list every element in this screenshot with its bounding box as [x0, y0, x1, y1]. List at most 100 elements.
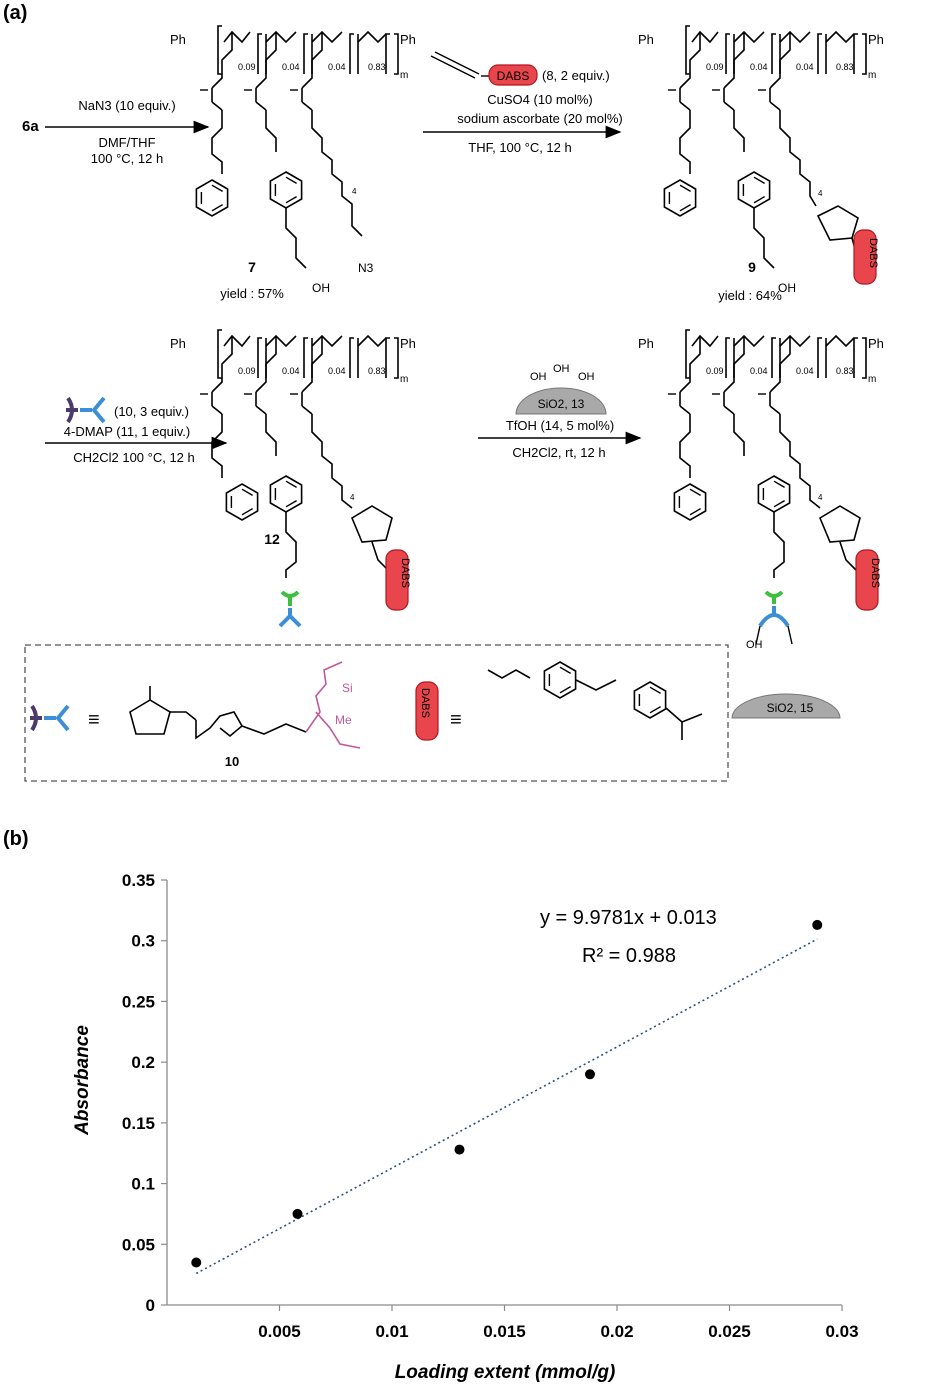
- synthesis-scheme: 6a NaN3 (10 equiv.) DMF/THF 100 °C, 12 h…: [22, 25, 884, 782]
- polymer-end-right: Ph: [400, 32, 416, 47]
- step3-reagent: (10, 3 equiv.): [114, 404, 189, 419]
- dabs-tag-15: DABS: [869, 558, 881, 588]
- step4-catalyst: TfOH (14, 5 mol%): [506, 418, 614, 433]
- y-axis-label: Absorbance: [72, 1025, 93, 1136]
- fraction-4: 0.83: [368, 62, 386, 72]
- compound-10-structure: Si Me: [129, 661, 361, 749]
- x-tick-label: 0.005: [258, 1322, 301, 1341]
- fraction-1-9: 0.09: [706, 62, 724, 72]
- polymer-end-left-12: Ph: [170, 336, 186, 351]
- data-point: [454, 1144, 465, 1155]
- step3-base: 4-DMAP (11, 1 equiv.): [64, 424, 190, 439]
- dabs-tag-12: DABS: [399, 558, 411, 588]
- x-tick-label: 0.025: [708, 1322, 751, 1341]
- dabs-tag-9: DABS: [867, 238, 879, 268]
- dabs-reagent: DABS: [430, 51, 538, 86]
- compound-12-subscript: 4: [350, 493, 355, 502]
- legend-compound-10: 10: [225, 754, 239, 769]
- fraction-3-15: 0.04: [796, 366, 814, 376]
- compound-12-number: 12: [264, 531, 280, 547]
- polymer-end-right-9: Ph: [868, 32, 884, 47]
- data-point: [191, 1257, 202, 1268]
- silica-13-icon: OH OH OH SiO2, 13: [515, 363, 607, 415]
- y-tick-label: 0.15: [122, 1114, 155, 1133]
- compound-15-oh: OH: [746, 639, 763, 651]
- panel-a-label: (a): [3, 2, 28, 24]
- regression-equation: y = 9.9781x + 0.013: [540, 907, 717, 929]
- compound-9-number: 9: [748, 259, 756, 275]
- r-squared: R² = 0.988: [582, 945, 676, 967]
- fraction-4-9: 0.83: [836, 62, 854, 72]
- legend-equiv-2: ≡: [450, 709, 462, 731]
- step2-conditions: THF, 100 °C, 12 h: [468, 140, 571, 155]
- polymer-end-left-9: Ph: [638, 32, 654, 47]
- linker-legend-icon: [30, 704, 70, 732]
- compound-7-oh: OH: [312, 281, 330, 295]
- compound-7-subscript: 4: [352, 187, 357, 196]
- compound-9-subscript: 4: [818, 189, 823, 198]
- fraction-4-12: 0.83: [368, 366, 386, 376]
- compound-7-structure: Ph 0.09 0.04 0.04 0.83 Ph m OH 4 N3: [170, 25, 416, 295]
- x-tick-label: 0.02: [600, 1322, 633, 1341]
- x-tick-label: 0.03: [825, 1322, 858, 1341]
- fraction-1-12: 0.09: [238, 366, 256, 376]
- fraction-1-15: 0.09: [706, 366, 724, 376]
- x-tick-label: 0.015: [483, 1322, 526, 1341]
- linker-10-icon: [66, 396, 106, 424]
- y-tick-label: 0.2: [131, 1053, 155, 1072]
- silica-13-oh-2: OH: [553, 363, 570, 375]
- data-point: [292, 1208, 303, 1219]
- y-tick-label: 0.3: [131, 932, 155, 951]
- compound-15-structure: Ph 0.09 0.04 0.04 0.83 Ph m 4 DABS OH Si…: [638, 329, 884, 719]
- repeat-unit-m-15: m: [868, 374, 876, 385]
- silica-15-label: SiO2, 15: [767, 701, 814, 715]
- step1-conditions: 100 °C, 12 h: [91, 151, 163, 166]
- x-tick-label: 0.01: [375, 1322, 408, 1341]
- fraction-2-15: 0.04: [750, 366, 768, 376]
- compound-7-number: 7: [248, 259, 256, 275]
- fraction-4-15: 0.83: [836, 366, 854, 376]
- y-tick-label: 0.35: [122, 871, 155, 890]
- fraction-1: 0.09: [238, 62, 256, 72]
- polymer-end-right-12: Ph: [400, 336, 416, 351]
- data-point: [585, 1069, 595, 1080]
- dabs-legend-tag: DABS: [415, 681, 439, 741]
- legend-dabs: DABS: [419, 688, 431, 718]
- repeat-unit-m-9: m: [868, 70, 876, 81]
- legend-box: [24, 644, 729, 782]
- y-tick-label: 0: [146, 1296, 155, 1315]
- y-tick-label: 0.25: [122, 992, 155, 1011]
- fraction-3-9: 0.04: [796, 62, 814, 72]
- dabs-structure: [487, 661, 703, 740]
- compound-9-yield: yield : 64%: [718, 288, 782, 303]
- y-tick-label: 0.05: [122, 1235, 155, 1254]
- silica-13-oh-3: OH: [578, 371, 595, 383]
- compound-9-oh: OH: [778, 281, 796, 295]
- trendline: [195, 938, 818, 1275]
- polymer-end-left: Ph: [170, 32, 186, 47]
- data-point: [812, 919, 823, 930]
- compound-9-structure: Ph 0.09 0.04 0.04 0.83 Ph m OH 4 DABS: [638, 25, 884, 295]
- repeat-unit-m: m: [400, 70, 408, 81]
- step4-conditions: CH2Cl2, rt, 12 h: [512, 445, 605, 460]
- compound-12-structure: Ph 0.09 0.04 0.04 0.83 Ph m OH 4 DABS: [170, 329, 416, 628]
- x-axis-label: Loading extent (mmol/g): [395, 1362, 616, 1383]
- start-material-label: 6a: [22, 118, 39, 135]
- fraction-3: 0.04: [328, 62, 346, 72]
- panel-b-label: (b): [3, 828, 29, 850]
- compound-10-si: Si: [342, 681, 353, 695]
- silica-13-oh-1: OH: [530, 371, 547, 383]
- compound-15-subscript: 4: [818, 493, 823, 502]
- polymer-end-left-15: Ph: [638, 336, 654, 351]
- fraction-2-12: 0.04: [282, 366, 300, 376]
- step1-reagent: NaN3 (10 equiv.): [78, 98, 175, 113]
- compound-10-me: Me: [335, 713, 352, 727]
- repeat-unit-m-12: m: [400, 374, 408, 385]
- legend-equiv-1: ≡: [88, 709, 100, 731]
- step3-conditions: CH2Cl2 100 °C, 12 h: [73, 450, 195, 465]
- dabs-tag-step2: DABS: [497, 69, 530, 83]
- fraction-2-9: 0.04: [750, 62, 768, 72]
- step2-catalyst: CuSO4 (10 mol%): [487, 92, 592, 107]
- step1-solvent: DMF/THF: [98, 135, 155, 150]
